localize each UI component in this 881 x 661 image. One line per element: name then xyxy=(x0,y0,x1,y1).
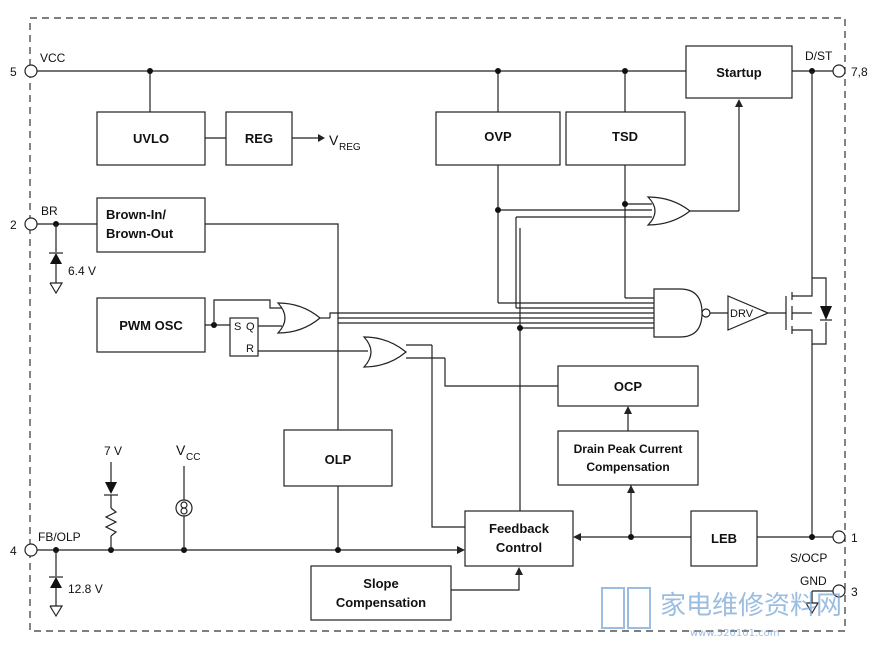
pwm-osc-block xyxy=(96,297,206,353)
dpc-line2: Compensation xyxy=(586,460,669,474)
tsd-label: TSD xyxy=(612,129,638,144)
tsd-block xyxy=(565,111,686,166)
zener-fb-label: 12.8 V xyxy=(68,582,103,596)
pwm-osc-label: PWM OSC xyxy=(119,318,183,333)
watermark-url: www.520101.com xyxy=(690,628,780,639)
ocp-block xyxy=(557,365,699,407)
reg-block xyxy=(225,111,293,166)
sr-latch: S Q R xyxy=(229,317,259,357)
pin-4-name: FB/OLP xyxy=(38,530,81,544)
vcc-bus xyxy=(37,68,686,112)
pin-5-number: 5 xyxy=(10,65,17,79)
startup-block xyxy=(685,45,793,99)
pin-5-name: VCC xyxy=(40,51,66,65)
zener-7v-label: 7 V xyxy=(104,444,122,458)
ovp-block xyxy=(435,111,561,166)
slope-line2: Compensation xyxy=(336,595,426,610)
drain-peak-comp-block xyxy=(557,430,699,486)
pin-2-number: 2 xyxy=(10,218,17,232)
pin-1-socp: 1 S/OCP xyxy=(790,530,858,565)
startup-or-gate xyxy=(516,99,743,226)
feedback-control-block xyxy=(464,510,574,567)
brown-line2: Brown-Out xyxy=(106,226,174,241)
ic-outline xyxy=(29,17,846,632)
pin-1-name: S/OCP xyxy=(790,551,827,565)
pin-4-number: 4 xyxy=(10,544,17,558)
pin-3-name: GND xyxy=(800,574,827,588)
slope-comp-block xyxy=(310,565,452,621)
pin-78-dst: 7,8 D/ST xyxy=(805,49,868,79)
watermark-text: 家电维修资料网 xyxy=(660,591,842,621)
vcc-source-subscript: CC xyxy=(186,452,200,463)
zener-fb: 12.8 V xyxy=(49,550,103,618)
pin-1-number: 1 xyxy=(851,531,858,545)
pin-78-name: D/ST xyxy=(805,49,833,63)
zener-br: 6.4 V xyxy=(49,224,96,295)
watermark: 家电维修资料网 www.520101.com xyxy=(601,587,842,639)
latch-s: S xyxy=(234,321,241,333)
power-mosfet xyxy=(785,277,832,345)
drv-label: DRV xyxy=(730,308,754,320)
leb-label: LEB xyxy=(711,531,737,546)
vcc-source-label: V xyxy=(176,442,186,458)
pin-3-gnd: 3 GND xyxy=(800,574,858,615)
drv-buffer: DRV xyxy=(727,295,770,331)
vreg-label: V xyxy=(329,132,339,148)
latch-r: R xyxy=(246,343,254,355)
pin-78-number: 7,8 xyxy=(851,65,868,79)
startup-label: Startup xyxy=(716,65,762,80)
slope-line1: Slope xyxy=(363,576,398,591)
ovp-label: OVP xyxy=(484,129,512,144)
fb-line1: Feedback xyxy=(489,521,550,536)
olp-block xyxy=(283,429,393,487)
uvlo-label: UVLO xyxy=(133,131,169,146)
pin-2-br: 2 BR xyxy=(10,204,58,232)
brown-line1: Brown-In/ xyxy=(106,207,166,222)
leb-block xyxy=(690,510,758,567)
olp-label: OLP xyxy=(325,452,352,467)
pin-5-vcc: 5 VCC xyxy=(10,51,66,79)
ocp-label: OCP xyxy=(614,379,643,394)
zener-7v-resistor: 7 V xyxy=(104,444,122,550)
pwm-or-gate xyxy=(276,302,660,334)
pin-4-fbolp: 4 FB/OLP xyxy=(10,530,81,558)
main-and-gate xyxy=(653,288,711,338)
vcc-current-source: V CC xyxy=(175,442,200,550)
reset-or-gate xyxy=(362,336,445,368)
dpc-line1: Drain Peak Current xyxy=(574,442,683,456)
latch-q: Q xyxy=(246,321,255,333)
pin-3-number: 3 xyxy=(851,585,858,599)
zener-br-label: 6.4 V xyxy=(68,264,96,278)
reg-label: REG xyxy=(245,131,273,146)
fb-line2: Control xyxy=(496,540,542,555)
pin-2-name: BR xyxy=(41,204,58,218)
brown-in-out-block xyxy=(96,197,206,253)
uvlo-block xyxy=(96,111,206,166)
vreg-subscript: REG xyxy=(339,142,361,153)
